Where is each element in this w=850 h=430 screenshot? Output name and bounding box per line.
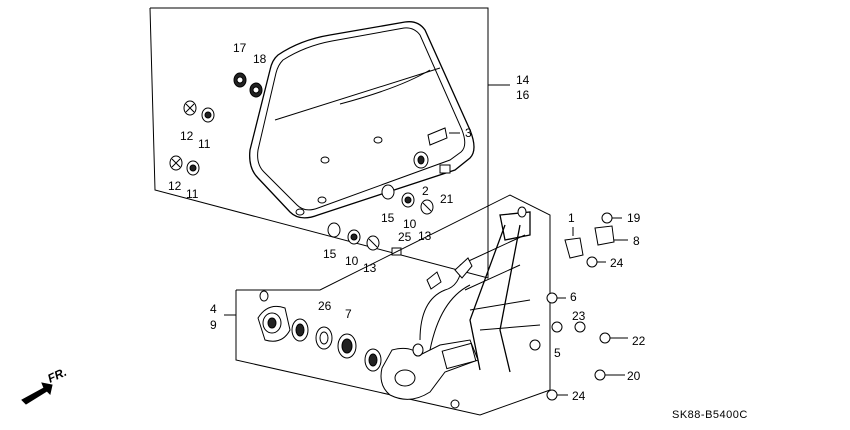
callout-19: 19	[627, 211, 641, 225]
callout-5: 5	[554, 346, 561, 360]
direction-label: FR.	[45, 365, 68, 386]
callout-23: 23	[572, 309, 586, 323]
callout-22: 22	[632, 334, 646, 348]
drawing-code: SK88-B5400C	[672, 409, 748, 421]
door-glass	[249, 21, 475, 219]
callout-11: 11	[186, 187, 199, 201]
callout-20: 20	[627, 369, 641, 383]
motor-gear-parts	[257, 290, 382, 372]
callout-25: 25	[398, 230, 412, 244]
callout-16: 16	[516, 88, 530, 102]
callout-12: 12	[168, 179, 182, 193]
callout-11: 11	[198, 137, 211, 151]
callout-13: 13	[363, 261, 377, 275]
callout-labels: 17 18 14 16 12 11 12 11 3 2 21 15 10 13 …	[168, 41, 646, 403]
callout-12: 12	[180, 129, 194, 143]
callout-8: 8	[633, 234, 640, 248]
glass-small-parts	[169, 72, 451, 256]
glass-group-outline	[149, 7, 489, 279]
callout-18: 18	[253, 52, 267, 66]
callout-15: 15	[381, 211, 395, 225]
callout-10: 10	[345, 254, 359, 268]
fasteners	[450, 212, 615, 409]
callout-7: 7	[345, 307, 352, 321]
callout-4: 4	[210, 302, 217, 316]
callout-26: 26	[318, 299, 332, 313]
callout-21: 21	[440, 192, 454, 206]
callout-15: 15	[323, 247, 337, 261]
callout-13: 13	[418, 229, 432, 243]
callout-6: 6	[570, 290, 577, 304]
window-regulator	[419, 206, 541, 373]
callout-9: 9	[210, 318, 217, 332]
callout-1: 1	[568, 211, 575, 225]
leader-lines	[224, 84, 628, 396]
regulator-motor	[380, 339, 479, 400]
callout-14: 14	[516, 73, 530, 87]
callout-2: 2	[422, 184, 429, 198]
callout-24: 24	[572, 389, 586, 403]
callout-24: 24	[610, 256, 624, 270]
callout-3: 3	[465, 126, 472, 140]
front-direction-arrow: FR.	[21, 365, 69, 405]
callout-17: 17	[233, 41, 247, 55]
callout-10: 10	[403, 217, 417, 231]
